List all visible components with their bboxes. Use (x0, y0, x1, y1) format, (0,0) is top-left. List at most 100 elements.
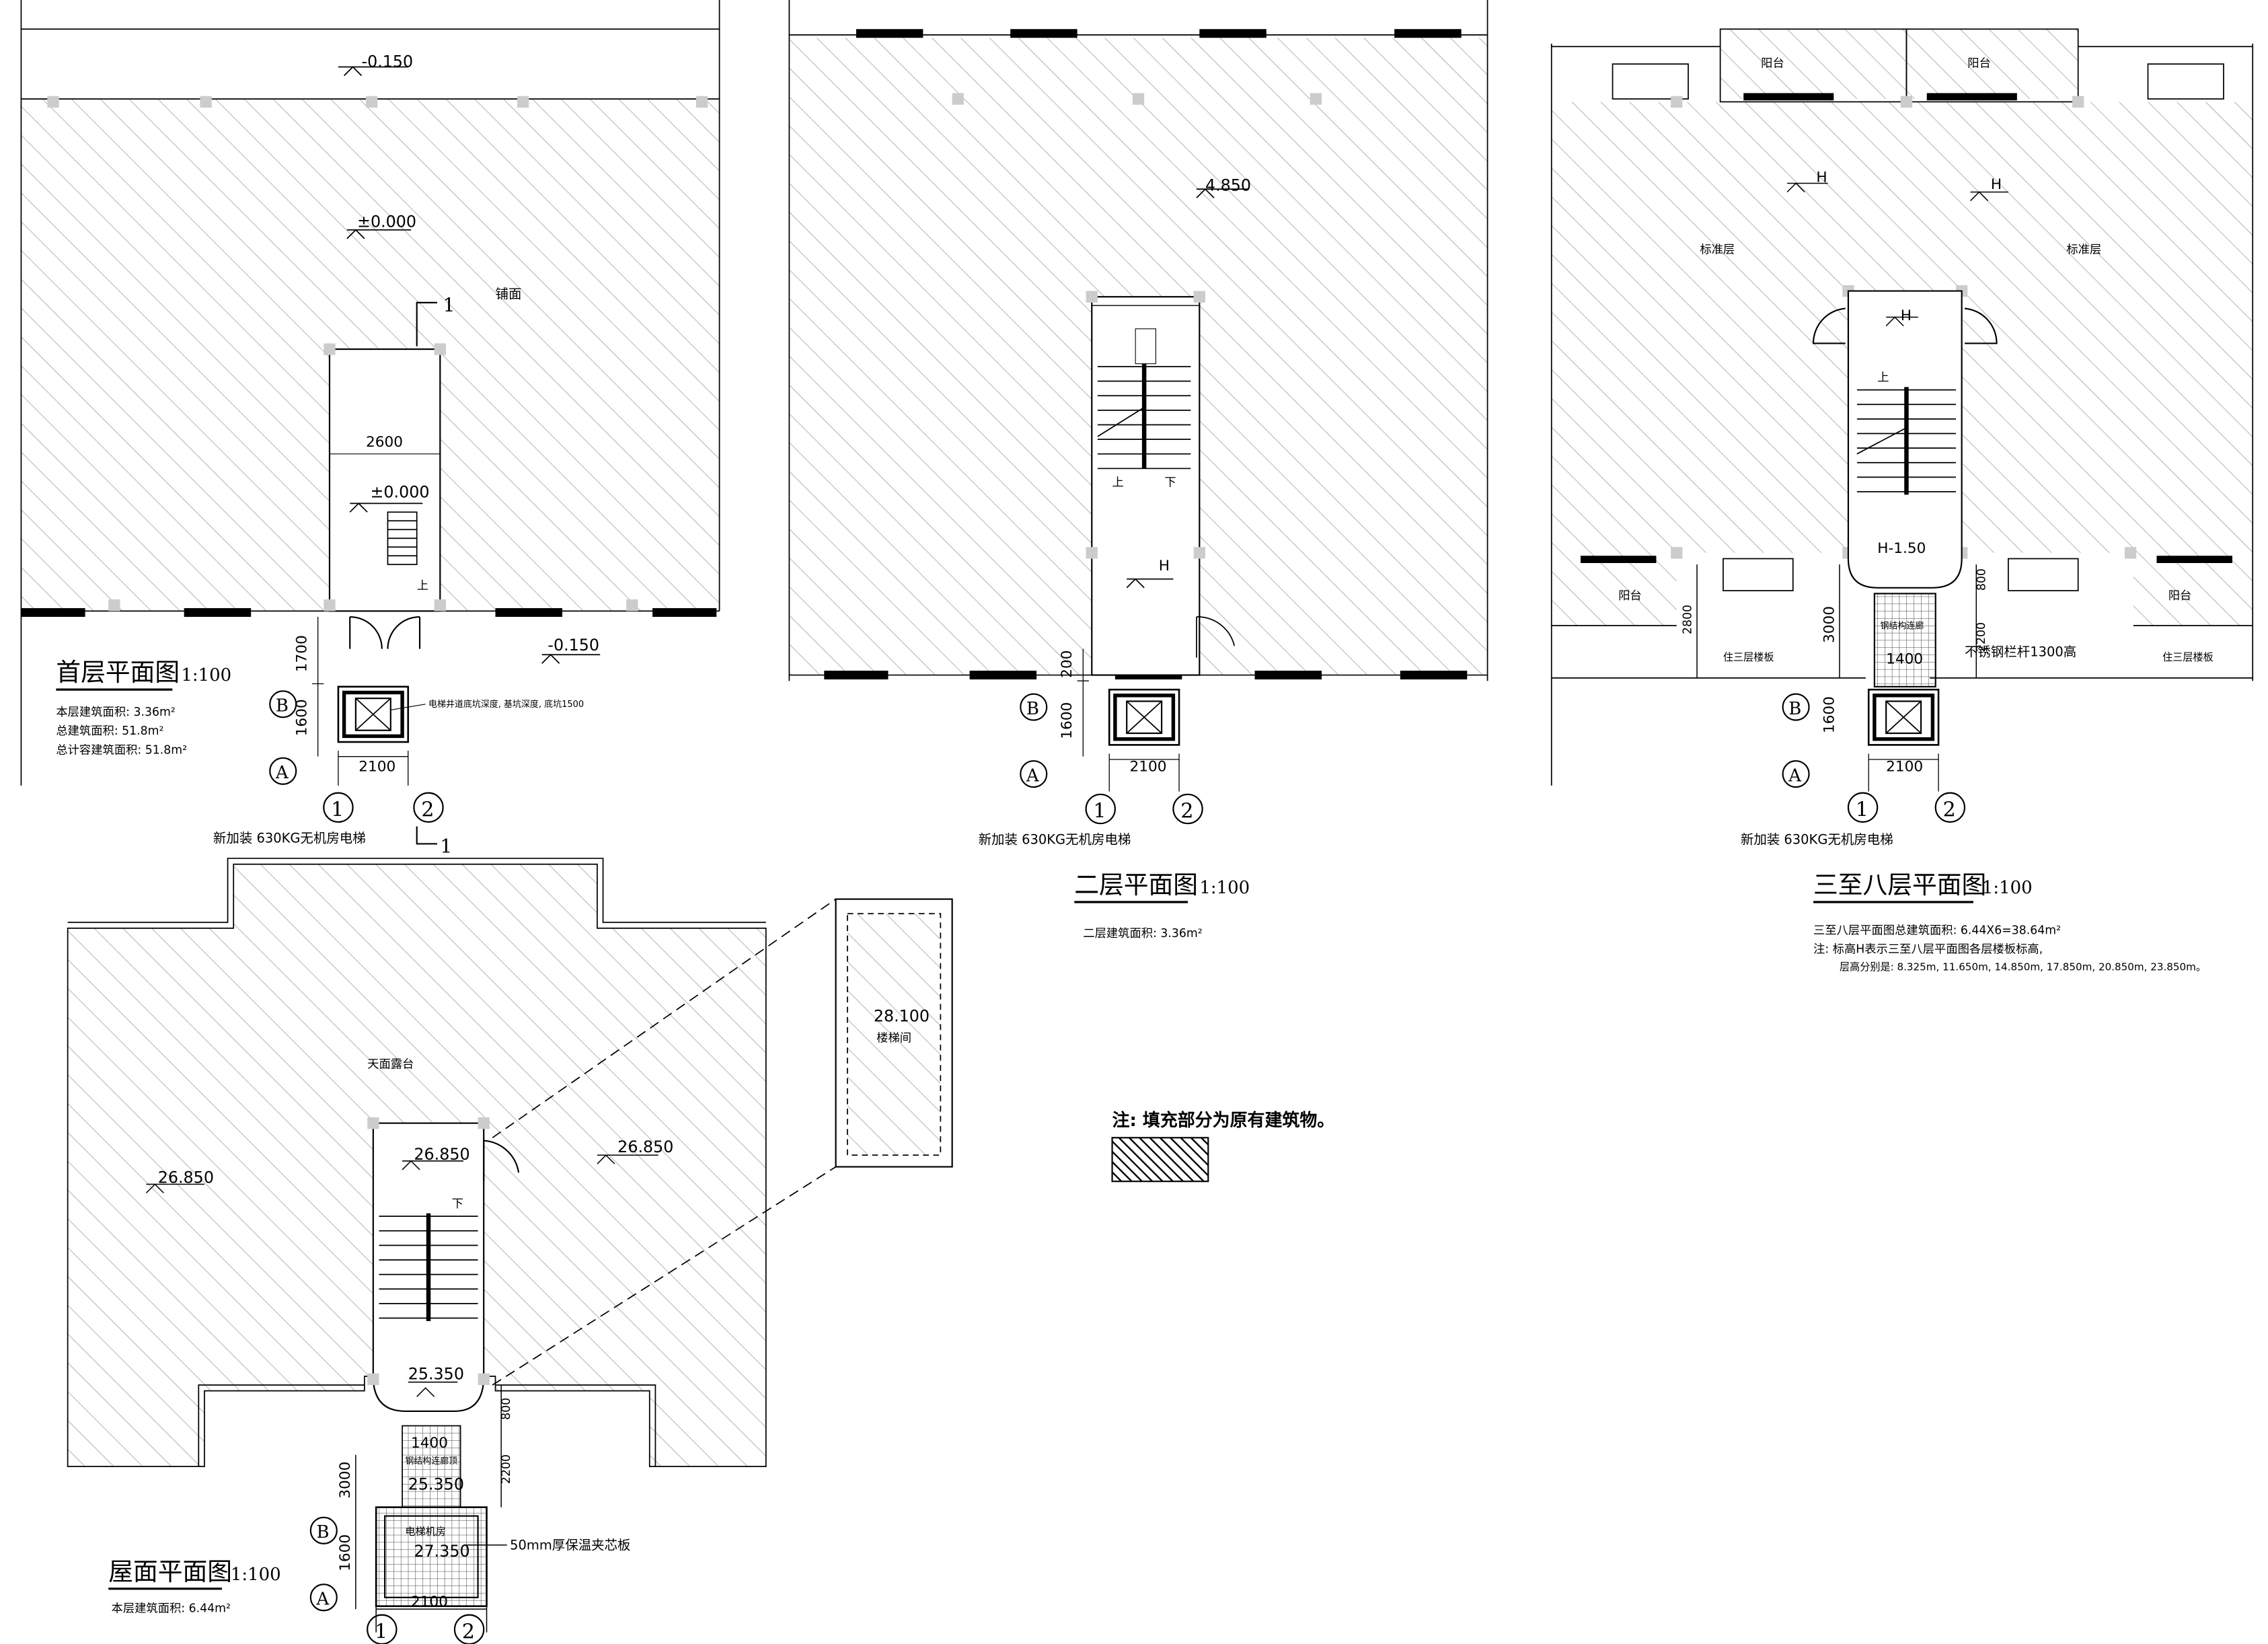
axis-b: B (1026, 699, 1039, 719)
level-roof-right: 26.850 (617, 1137, 673, 1156)
level-bridge: 25.350 (408, 1475, 464, 1494)
axis-a: A (315, 1590, 329, 1610)
axis-a: A (1026, 765, 1039, 786)
plan-scale: 1:100 (231, 1565, 281, 1585)
balcony-top-right: 阳台 (1967, 57, 1991, 70)
axis-1: 1 (331, 798, 344, 821)
plan-typical-floor: 上 H H H H-1.50 标准层 标准层 阳台 阳台 阳台 阳台 住三层楼板… (1550, 28, 2254, 973)
plan-second-floor: 上 下 4.850 H 200 1600 2100 B A 1 2 新加装 63… (788, 0, 1488, 940)
axis-2: 2 (462, 1620, 475, 1643)
plan-title: 首层平面图 (56, 658, 180, 687)
section-mark-bottom: 1 (440, 835, 452, 857)
dim-2100: 2100 (358, 758, 395, 775)
bridge-label: 钢结构连廊 (1881, 620, 1924, 631)
legend-note: 注: 填充部分为原有建筑物。 (1112, 1110, 1335, 1131)
level-machine: 27.350 (414, 1542, 469, 1561)
plan-scale: 1:100 (1199, 878, 1250, 898)
plan-scale: 1:100 (181, 665, 231, 685)
level-roof-left: 26.850 (158, 1168, 214, 1187)
level-detail: 28.100 (874, 1006, 930, 1025)
plan-ground-floor: 上 2600 1 1 -0.150 ±0.000 ±0.000 -0.150 铺… (20, 0, 720, 857)
dim-1600: 1600 (337, 1534, 354, 1571)
dim-200: 200 (1059, 650, 1075, 678)
plan-scale: 1:100 (1982, 878, 2033, 898)
plan-title: 三至八层平面图 (1813, 870, 1986, 899)
balcony-bottom-left: 阳台 (1618, 589, 1642, 603)
elevator-label: 新加装 630KG无机房电梯 (1741, 831, 1893, 847)
stair-up-label: 上 (417, 579, 428, 593)
area-note-1: 本层建筑面积: 3.36m² (56, 706, 175, 719)
level-h-right: H (1991, 176, 2002, 193)
plan-roof: 下 26.850 26.850 26.850 25.350 天面露台 1400 … (67, 858, 953, 1644)
dim-1400: 1400 (1886, 650, 1923, 667)
axis-1: 1 (375, 1620, 387, 1643)
area-note-3: 层高分别是: 8.325m, 11.650m, 14.850m, 17.850m… (1840, 961, 2206, 973)
elevator-label: 新加装 630KG无机房电梯 (979, 831, 1131, 847)
axis-2: 2 (1943, 798, 1956, 821)
dim-1700: 1700 (293, 635, 310, 672)
terrace-label: 天面露台 (367, 1058, 414, 1072)
plan-title: 屋面平面图 (108, 1557, 232, 1586)
legend: 注: 填充部分为原有建筑物。 (1111, 1110, 1335, 1183)
standard-floor-right: 标准层 (2066, 243, 2101, 256)
axis-a: A (275, 763, 289, 783)
level-ground: ±0.000 (357, 212, 416, 231)
level-h-left: H (1816, 169, 1827, 186)
stair-down-label: 下 (1164, 476, 1176, 489)
stair-up-label: 上 (1877, 371, 1889, 385)
dim-800: 800 (500, 1398, 513, 1420)
dim-1400: 1400 (411, 1435, 448, 1452)
level-h-core: H (1901, 307, 1912, 324)
area-note: 本层建筑面积: 6.44m² (112, 1602, 231, 1615)
corridor-width-dim: 2600 (366, 434, 403, 451)
balcony-bottom-right: 阳台 (2168, 589, 2192, 603)
axis-b: B (1788, 699, 1801, 719)
dim-3000: 3000 (337, 1462, 354, 1499)
stair-down-label: 下 (452, 1197, 463, 1211)
axis-b: B (276, 696, 289, 716)
level-outside: -0.150 (362, 52, 414, 71)
dim-2100: 2100 (411, 1594, 448, 1610)
bridge-label: 钢结构连廊顶 (405, 1456, 457, 1466)
balcony-top-left: 阳台 (1761, 57, 1784, 70)
area-note-2: 总建筑面积: 51.8m² (56, 724, 163, 738)
axis-a: A (1788, 765, 1801, 786)
machine-room-label: 电梯机房 (405, 1526, 446, 1538)
panel-label: 50mm厚保温夹芯板 (510, 1537, 630, 1553)
axis-2: 2 (421, 798, 434, 821)
area-note: 二层建筑面积: 3.36m² (1083, 927, 1202, 940)
section-mark-top: 1 (443, 294, 455, 316)
dim-2200: 2200 (1975, 622, 1988, 652)
area-note-3: 总计容建筑面积: 51.8m² (56, 743, 187, 757)
slab-left: 住三层楼板 (1723, 651, 1774, 663)
axis-b: B (316, 1522, 329, 1542)
elevator-label: 新加装 630KG无机房电梯 (213, 830, 366, 846)
axis-1: 1 (1093, 800, 1106, 823)
dim-2100: 2100 (1886, 758, 1923, 775)
dim-2800: 2800 (1681, 605, 1694, 634)
level-hall: ±0.000 (371, 483, 430, 502)
level-landing: H (1159, 558, 1170, 574)
standard-floor-left: 标准层 (1700, 243, 1735, 256)
dim-2100: 2100 (1130, 758, 1167, 775)
railing-label: 不锈钢栏杆1300高 (1965, 644, 2076, 659)
level-floor: 4.850 (1205, 176, 1251, 194)
dim-2200: 2200 (500, 1454, 513, 1484)
area-note-2: 注: 标高H表示三至八层平面图各层楼板标高, (1813, 943, 2043, 957)
plan-title: 二层平面图 (1074, 870, 1198, 899)
axis-2: 2 (1180, 800, 1193, 823)
level-stair-top: 26.850 (414, 1145, 469, 1164)
pit-note: 电梯井道底坑深度, 基坑深度, 底坑1500 (428, 699, 584, 710)
level-landing: 25.350 (408, 1364, 464, 1383)
dim-1600: 1600 (1821, 696, 1838, 733)
area-note-1: 三至八层平面图总建筑面积: 6.44X6=38.64m² (1813, 924, 2061, 938)
slab-right: 住三层楼板 (2162, 651, 2214, 663)
legend-hatch-swatch (1111, 1137, 1209, 1183)
level-outside-2: -0.150 (547, 636, 599, 655)
axis-1: 1 (1856, 798, 1868, 821)
dim-3000: 3000 (1821, 606, 1838, 643)
room-label-shop: 铺面 (496, 286, 522, 301)
dim-1600: 1600 (1059, 702, 1075, 739)
detail-room-label: 楼梯间 (876, 1032, 911, 1045)
